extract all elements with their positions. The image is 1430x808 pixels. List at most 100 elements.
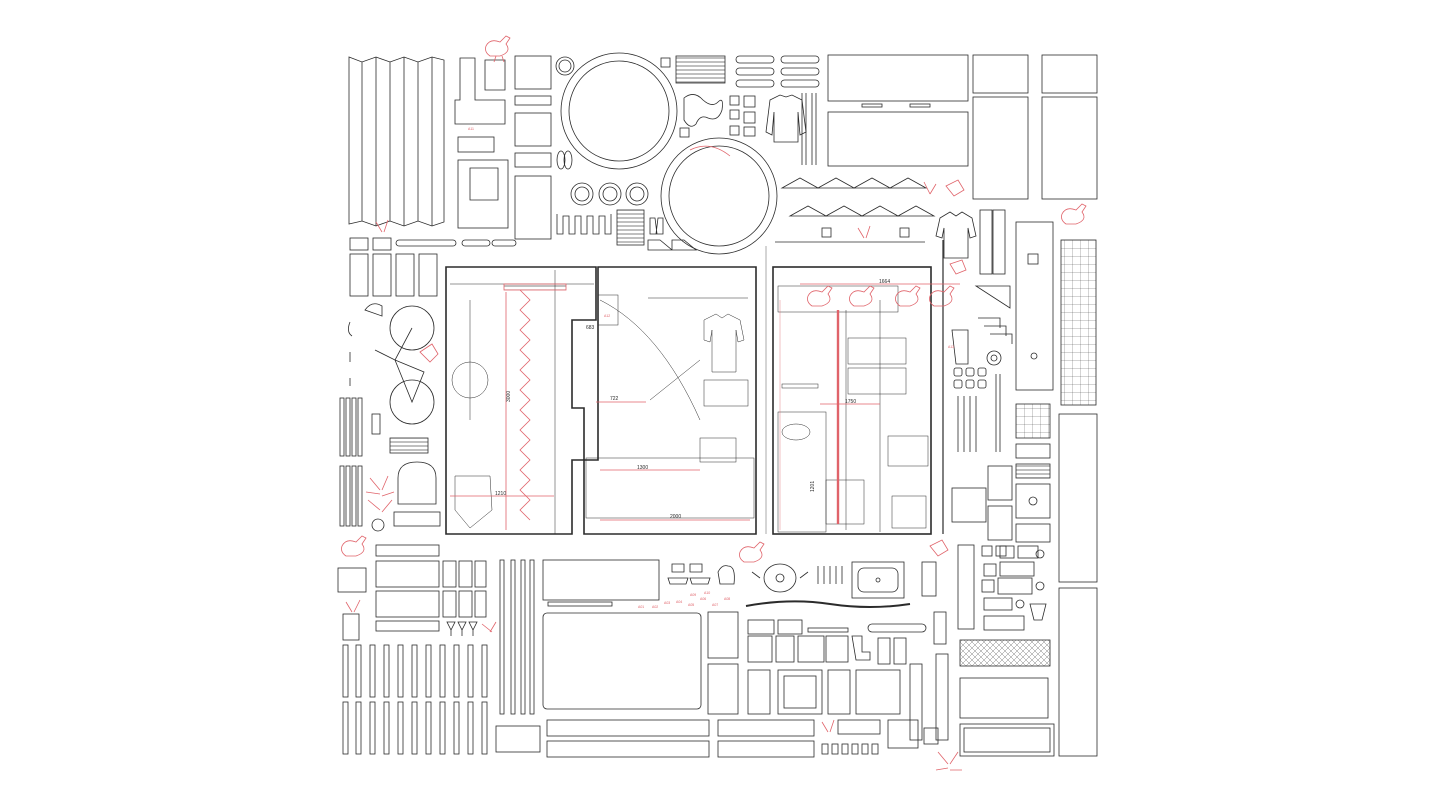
room-2-fixtures [585,294,755,519]
mesh-square [1015,403,1051,439]
tag: A12 [604,314,610,318]
small-blocks [679,95,756,138]
pipe-elbow [851,635,871,661]
tag: A13 [948,345,954,349]
red-rail [503,283,567,291]
small-panels-col [514,55,552,240]
base-block [495,725,541,753]
tall-panels-right [972,54,1098,200]
shirt-icon [935,211,977,259]
tall-board [1015,221,1054,391]
pipe-horizontal [867,623,927,633]
radiator-coil [556,214,612,235]
gear-wheels [570,182,649,206]
oval-handles [735,55,820,88]
hooks [348,321,353,386]
tag: A01 [638,605,644,609]
dimension-1210: 1210 [495,491,506,497]
frame-board-inner [963,727,1051,753]
dimension-1664: 1664 [879,279,890,285]
long-battens [499,559,535,715]
hatched-panel [959,639,1051,667]
cup-icon [1029,603,1047,621]
hanger-row-1 [780,177,928,189]
plank-3 [717,719,815,737]
tall-board-knob [1030,352,1038,360]
chickens-kitchen [807,285,955,307]
side-block-2 [987,505,1013,541]
door-panels-small [349,253,438,297]
vent-grille [616,209,645,246]
bottom-panels-a [375,560,487,632]
tag: A11 [468,127,474,131]
vent-panel [1015,463,1051,479]
dimension-1750: 1750 [845,399,856,405]
bottom-slats-row-2 [342,701,488,755]
tag: A09 [690,593,696,597]
hook-block [821,227,832,238]
frame-board [959,723,1055,757]
bead-chain [395,239,457,247]
mugs-icon [667,563,711,585]
room-2-dressing [583,266,757,535]
battens-2 [339,465,363,527]
drain-cover [371,518,385,532]
ring-fitting [986,350,1002,366]
ring-fitting-inner [990,354,998,362]
chicken-icon-4 [739,541,765,563]
small-door [887,719,919,749]
bottle [371,413,381,435]
tag: A08 [724,597,730,601]
angle-plate [951,329,969,365]
room-1-bathroom [445,266,597,535]
shoes-icon [647,239,698,251]
bottom-strip-1 [375,544,440,557]
tag: A04 [676,600,682,604]
room-1-fixtures [451,300,493,529]
dimension-722: 722 [610,396,619,402]
pipes-vertical [877,544,975,745]
wall-cabinet-top [827,54,969,167]
plant-icon [345,181,962,771]
kettle-icon [717,565,735,585]
room-3-fixtures [777,285,929,533]
tall-panel-lower [1058,413,1098,583]
small-cabinet [951,487,987,523]
wash-basin-icon [337,567,367,593]
toilet-icon [393,461,441,527]
socket-cluster [981,545,1045,631]
battens-1 [339,397,363,457]
tall-panel-bottom [1058,587,1098,757]
bench-rail [547,601,613,607]
tag: A02 [652,605,658,609]
flip-flops-icon [649,217,664,235]
socket-panel [1015,483,1051,519]
white-board [959,677,1049,719]
strip-panel [1015,443,1051,459]
hose [745,600,911,608]
sink-icon [851,561,905,599]
grid-panel [1060,239,1097,406]
small-ring-inner [558,59,572,73]
round-table-top-2 [660,137,778,255]
triangle-bracket [974,285,1011,309]
folded-trousers [979,209,1006,275]
hook-block-2 [899,227,910,238]
wine-glasses-icon [446,621,478,636]
tiny-blocks [821,743,879,755]
dimension-1201: 1201 [810,481,816,492]
utensils-icon [817,566,843,584]
slatted-panel [675,55,726,84]
tag: A07 [712,603,718,607]
large-panel [542,612,702,710]
small-plate [349,237,369,251]
tag: A03 [664,601,670,605]
l-brackets [978,317,1013,344]
socket-hole [1028,496,1038,506]
chicken-icon [485,35,511,63]
plant-pot [342,613,360,641]
tall-board-window [1027,253,1039,265]
plank-4 [717,740,815,758]
chicken-icon-2 [1061,203,1087,225]
